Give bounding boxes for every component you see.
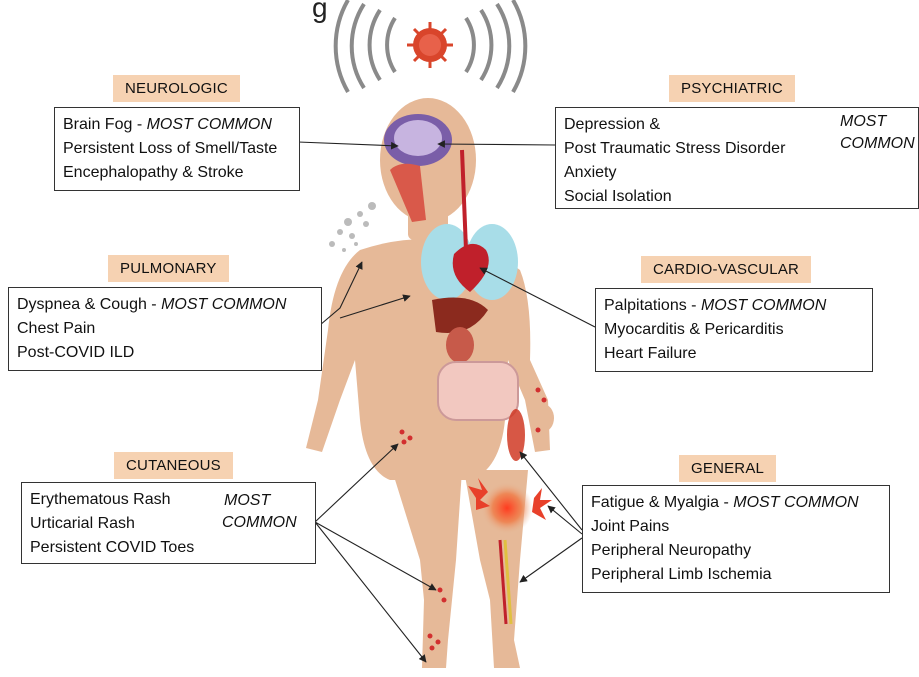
symptom-line: Persistent Loss of Smell/Taste xyxy=(63,137,291,161)
symptom-line: Chest Pain xyxy=(17,317,313,341)
symptom-line: Persistent COVID Toes xyxy=(30,536,307,560)
symptom-line: Palpitations - MOST COMMON xyxy=(604,294,864,318)
breath-spray xyxy=(329,202,376,252)
symptom-line: Peripheral Limb Ischemia xyxy=(591,563,881,587)
most-common-note-cutaneous: MOST COMMON xyxy=(222,490,297,534)
symptom-line: Myocarditis & Pericarditis xyxy=(604,318,864,342)
symptom-box-neurologic: Brain Fog - MOST COMMON Persistent Loss … xyxy=(54,107,300,191)
symptom-line: Anxiety xyxy=(564,161,910,185)
symptom-line: Post-COVID ILD xyxy=(17,341,313,365)
symptom-line: Heart Failure xyxy=(604,342,864,366)
symptom-box-pulmonary: Dyspnea & Cough - MOST COMMON Chest Pain… xyxy=(8,287,322,371)
symptom-line: Social Isolation xyxy=(564,185,910,209)
category-label-pulmonary: PULMONARY xyxy=(108,255,229,282)
most-common-note-psychiatric: MOST COMMON xyxy=(840,111,915,155)
symptom-line: Joint Pains xyxy=(591,515,881,539)
category-label-psychiatric: PSYCHIATRIC xyxy=(669,75,795,102)
symptom-box-general: Fatigue & Myalgia - MOST COMMON Joint Pa… xyxy=(582,485,890,593)
symptom-line: Fatigue & Myalgia - MOST COMMON xyxy=(591,491,881,515)
symptom-line: Brain Fog - MOST COMMON xyxy=(63,113,291,137)
virus-icon xyxy=(407,22,453,68)
symptom-line: Encephalopathy & Stroke xyxy=(63,161,291,185)
category-label-neurologic: NEUROLOGIC xyxy=(113,75,240,102)
category-label-cardiovascular: CARDIO-VASCULAR xyxy=(641,256,811,283)
symptom-box-cardiovascular: Palpitations - MOST COMMON Myocarditis &… xyxy=(595,288,873,372)
category-label-cutaneous: CUTANEOUS xyxy=(114,452,233,479)
category-label-general: GENERAL xyxy=(679,455,776,482)
symptom-line: Peripheral Neuropathy xyxy=(591,539,881,563)
symptom-line: Dyspnea & Cough - MOST COMMON xyxy=(17,293,313,317)
